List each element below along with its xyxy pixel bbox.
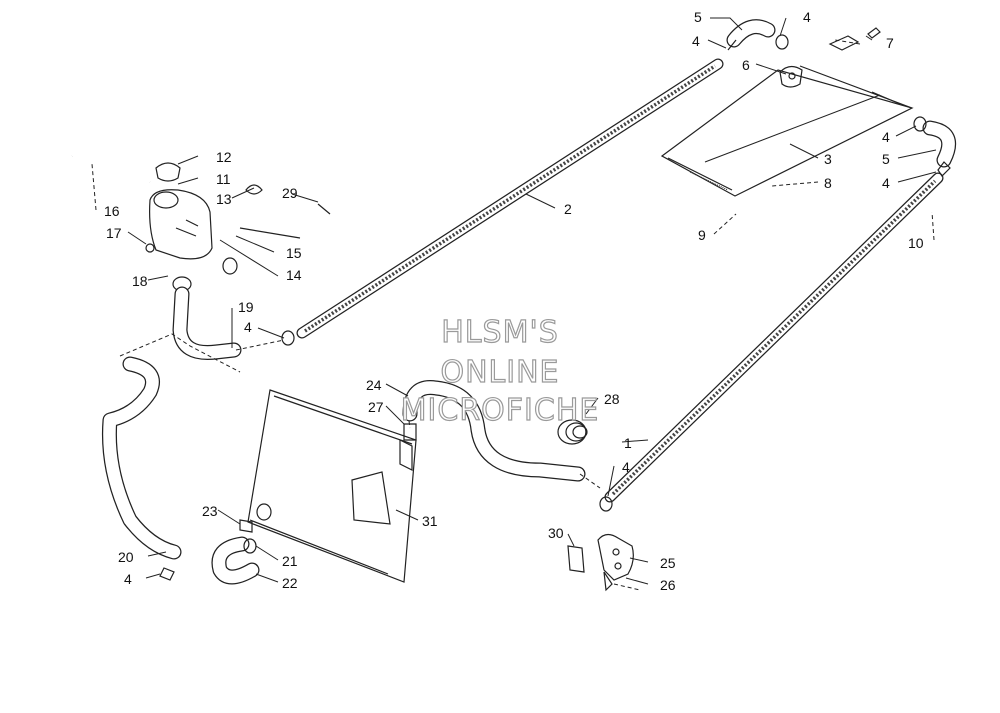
vent-line bbox=[239, 203, 331, 239]
callout-14: 14 bbox=[286, 267, 302, 283]
callout-13: 13 bbox=[216, 191, 232, 207]
callout-4-right-1: 4 bbox=[882, 129, 890, 145]
watermark: HLSM'S ONLINE MICROFICHE bbox=[400, 314, 600, 428]
callout-19: 19 bbox=[238, 299, 254, 315]
spring-clamp bbox=[557, 419, 588, 445]
callout-2: 2 bbox=[564, 201, 572, 217]
callout-26: 26 bbox=[660, 577, 676, 593]
heat-exchanger bbox=[660, 65, 914, 197]
callout-4-top: 4 bbox=[803, 9, 811, 25]
callout-30: 30 bbox=[548, 525, 564, 541]
callout-7: 7 bbox=[886, 35, 894, 51]
radiator-inlet-hose bbox=[402, 380, 601, 489]
callout-25: 25 bbox=[660, 555, 676, 571]
callout-3: 3 bbox=[824, 151, 832, 167]
callout-6: 6 bbox=[742, 57, 750, 73]
callout-4-mid: 4 bbox=[244, 319, 252, 335]
callout-5-top: 5 bbox=[694, 9, 702, 25]
radiator-panel bbox=[247, 389, 417, 583]
watermark-line-1: HLSM'S bbox=[441, 315, 559, 350]
callout-29: 29 bbox=[282, 185, 298, 201]
callout-4-left-top: 4 bbox=[692, 33, 700, 49]
callout-23: 23 bbox=[202, 503, 218, 519]
callout-31: 31 bbox=[422, 513, 438, 529]
watermark-line-3: MICROFICHE bbox=[401, 393, 600, 428]
overflow-hose bbox=[70, 149, 151, 184]
reservoir-hose bbox=[172, 276, 295, 361]
watermark-line-2: ONLINE bbox=[440, 355, 559, 390]
radiator-outlet-hose bbox=[211, 503, 272, 585]
callout-24: 24 bbox=[366, 377, 382, 393]
leader-lines bbox=[91, 17, 937, 585]
lower-left-hose bbox=[101, 356, 182, 581]
callout-10: 10 bbox=[908, 235, 924, 251]
screw-part-7 bbox=[828, 27, 881, 51]
callout-12: 12 bbox=[216, 149, 232, 165]
callout-22: 22 bbox=[282, 575, 298, 591]
cooling-tube-upper bbox=[296, 58, 724, 339]
callout-9: 9 bbox=[698, 227, 706, 243]
cooling-tube-right bbox=[604, 172, 944, 503]
callout-8: 8 bbox=[824, 175, 832, 191]
guide-line-2 bbox=[235, 339, 285, 351]
callout-11: 11 bbox=[216, 171, 231, 187]
callout-4-bottom-left: 4 bbox=[124, 571, 132, 587]
callout-labels: 5 4 4 6 7 4 5 4 3 8 9 10 2 12 11 13 29 1… bbox=[104, 9, 924, 593]
callout-27: 27 bbox=[368, 399, 384, 415]
bracket-part-6 bbox=[779, 65, 803, 88]
callout-28: 28 bbox=[604, 391, 620, 407]
callout-4-right-low: 4 bbox=[622, 459, 630, 475]
coolant-reservoir bbox=[145, 162, 263, 275]
callout-17: 17 bbox=[106, 225, 122, 241]
callout-18: 18 bbox=[132, 273, 148, 289]
guide-line-1 bbox=[119, 333, 241, 373]
callout-20: 20 bbox=[118, 549, 134, 565]
hose-elbow-right bbox=[913, 116, 957, 177]
callout-1: 1 bbox=[624, 435, 632, 451]
callout-21: 21 bbox=[282, 553, 298, 569]
callout-16: 16 bbox=[104, 203, 120, 219]
hose-elbow-top bbox=[726, 19, 789, 51]
callout-4-right-2: 4 bbox=[882, 175, 890, 191]
callout-5-right: 5 bbox=[882, 151, 890, 167]
clamp-part-4 bbox=[599, 496, 613, 512]
mounting-bracket bbox=[567, 533, 641, 592]
callout-15: 15 bbox=[286, 245, 302, 261]
